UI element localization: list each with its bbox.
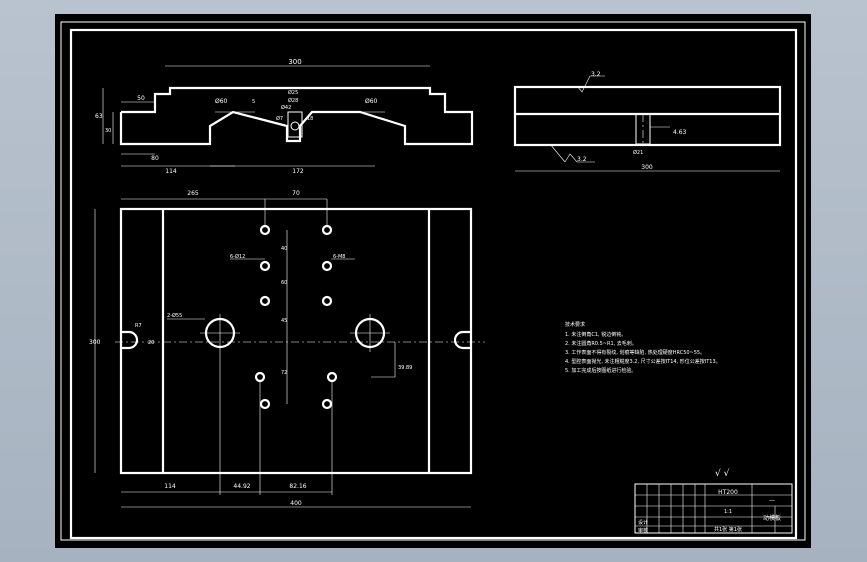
- side-dim-right: 4.63: [673, 129, 687, 136]
- front-dim-300: 300: [288, 58, 301, 66]
- side-hole-label: Ø21: [633, 149, 643, 156]
- plan-side-dim: 39.89: [398, 365, 412, 371]
- front-dim-left-pocket: Ø60: [215, 98, 228, 105]
- technical-notes: 技术要求 1. 未注倒角C1, 锐边倒钝。 2. 未注圆角R0.5~R1, 去毛…: [565, 321, 721, 374]
- front-dim-hole-right: 18: [307, 116, 313, 122]
- plan-slot-dim-2: 20: [148, 340, 154, 346]
- plan-hole-note-3: 2-Ø55: [167, 312, 182, 319]
- front-center-hole: [290, 121, 300, 131]
- front-profile: [119, 86, 474, 146]
- side-dim-300: 300: [641, 164, 653, 171]
- drawing-sheet: 300 50 63 30 Ø60 5 Ø25 Ø28 Ø42 Ø60 Ø7 18…: [55, 14, 811, 548]
- plan-slot-right: [453, 330, 471, 350]
- front-dim-center-a: Ø25: [288, 89, 298, 96]
- title-drawing-no: —: [769, 497, 775, 504]
- front-view: 300 50 63 30 Ø60 5 Ø25 Ø28 Ø42 Ø60 Ø7 18…: [95, 58, 474, 175]
- front-dim-50: 50: [137, 95, 145, 102]
- title-material: HT200: [718, 489, 738, 496]
- plan-dim-300: 300: [89, 339, 101, 346]
- note-line-2: 2. 未注圆角R0.5~R1, 去毛刺。: [565, 340, 637, 347]
- plan-vdim-2: 60: [281, 280, 287, 286]
- front-dim-center-b: Ø28: [288, 97, 298, 104]
- plan-dim-70: 70: [292, 190, 300, 197]
- plan-bottom-dim-2: 44.92: [233, 483, 250, 490]
- note-line-3: 3. 工作表面不得有裂纹, 划痕等缺陷, 热处理硬度HRC50~55。: [565, 349, 705, 356]
- front-dim-hole-left: Ø7: [276, 115, 283, 122]
- title-block: HT200 — 动模板 1:1 共1张 第1张 设计 审核: [634, 483, 793, 534]
- title-scale: 1:1: [724, 509, 732, 515]
- note-line-4: 4. 型腔表面抛光, 未注粗糙度3.2, 尺寸公差按IT14, 形位公差按IT1…: [565, 358, 721, 365]
- plan-outline: [119, 207, 473, 475]
- plan-slot-left: [121, 330, 139, 350]
- plan-slot-dim-1: R7: [135, 323, 142, 329]
- side-roughness-top: 3.2: [591, 71, 601, 78]
- side-outline: [513, 85, 782, 147]
- front-dim-5: 5: [252, 99, 255, 105]
- title-part-name: 动模板: [763, 514, 781, 522]
- front-dim-114: 114: [165, 168, 177, 175]
- checkmarks: √ √: [715, 468, 730, 479]
- plan-hole-note-1: 6-Ø12: [230, 253, 245, 260]
- plan-small-holes: [254, 224, 338, 410]
- plan-vdim-4: 72: [281, 370, 287, 376]
- note-line-5: 5. 加工完成后按图纸进行检验。: [565, 367, 636, 374]
- front-dim-right-pocket: Ø60: [365, 98, 378, 105]
- plan-dim-265: 265: [187, 190, 199, 197]
- front-dim-center-c: Ø42: [281, 104, 291, 111]
- outer-border: [60, 21, 806, 541]
- front-dim-63: 63: [95, 113, 103, 120]
- inner-border: [69, 28, 798, 540]
- front-dim-80: 80: [151, 155, 159, 162]
- plan-overall-dim: 400: [290, 500, 302, 507]
- side-roughness-bottom: 3.2: [577, 156, 587, 163]
- title-designer: 设计: [638, 519, 648, 526]
- plan-hole-note-2: 6-M8: [333, 254, 345, 260]
- plan-vdim-3: 45: [281, 318, 287, 324]
- plan-bottom-dim-3: 82.16: [289, 483, 306, 490]
- title-sheet: 共1张 第1张: [714, 526, 742, 533]
- front-center-bore: [287, 111, 303, 138]
- plan-view: 265 70 300 40 60 45 72 6-Ø12 6-M8 2-Ø55: [89, 190, 485, 508]
- side-view: 300 3.2 3.2 4.63 Ø21: [513, 71, 782, 172]
- front-dim-172: 172: [292, 168, 304, 175]
- plan-vdim-1: 40: [281, 246, 287, 252]
- note-line-1: 1. 未注倒角C1, 锐边倒钝。: [565, 331, 626, 338]
- drawing-canvas: 300 50 63 30 Ø60 5 Ø25 Ø28 Ø42 Ø60 Ø7 18…: [60, 21, 806, 541]
- note-title: 技术要求: [565, 321, 585, 328]
- title-checker: 审核: [638, 527, 648, 534]
- plan-bottom-dim-1: 114: [164, 483, 176, 490]
- front-dim-30: 30: [105, 128, 111, 134]
